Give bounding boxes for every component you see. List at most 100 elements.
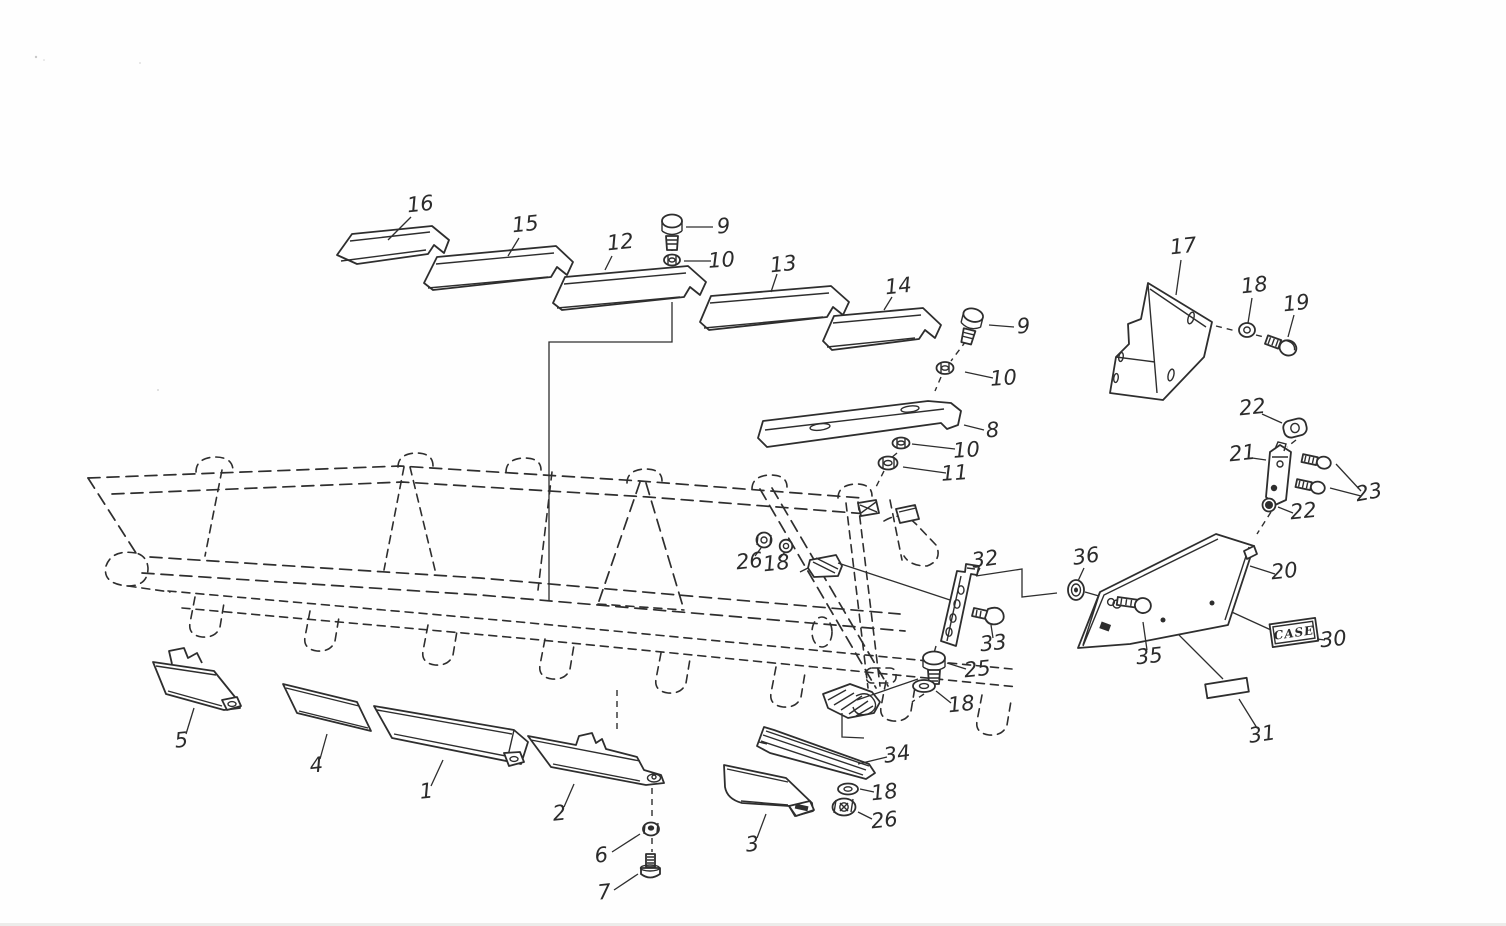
cover-strip-13	[699, 285, 850, 331]
callout-number-23: 23	[1354, 478, 1384, 506]
bolt-7	[639, 853, 661, 879]
callout-number-9: 9	[716, 214, 731, 239]
callout-17: 17	[1169, 233, 1199, 296]
callout-9: 9	[988, 314, 1031, 338]
nut-6	[642, 821, 660, 837]
callout-33: 33	[979, 624, 1008, 657]
channel-strip-34	[756, 726, 876, 780]
callout-number-11: 11	[940, 460, 968, 486]
callout-number-19: 19	[1282, 290, 1311, 317]
bottom-sheet-5	[152, 647, 242, 711]
leader-line-10	[964, 371, 994, 379]
callout-number-18: 18	[1240, 272, 1269, 299]
washer-10-bar	[891, 436, 911, 450]
callout-number-35: 35	[1135, 643, 1164, 670]
callout-15: 15	[507, 211, 540, 257]
blank-decal-31	[1204, 676, 1250, 700]
callout-number-32: 32	[970, 545, 1000, 572]
callout-number-13: 13	[769, 251, 798, 278]
callout-22: 22	[1277, 498, 1318, 525]
leader-line-11	[902, 466, 947, 474]
nut-11	[877, 455, 899, 471]
leader-line-32	[975, 567, 981, 577]
leader-line-18	[779, 551, 786, 559]
callout-19: 19	[1282, 290, 1311, 338]
callout-number-18: 18	[870, 779, 899, 806]
callout-number-8: 8	[985, 418, 1000, 443]
scan-edge-shadow	[0, 923, 1506, 926]
callout-number-17: 17	[1169, 233, 1199, 260]
leader-line-34	[857, 756, 888, 765]
cover-strip-12	[552, 265, 707, 311]
callout-number-26: 26	[870, 807, 899, 834]
callout-number-22: 22	[1289, 498, 1318, 525]
bottom-sheet-4	[282, 683, 372, 732]
nut-22-lower	[1261, 497, 1277, 513]
scan-specks	[34, 55, 159, 391]
cover-strip-14	[822, 307, 942, 351]
callout-number-25: 25	[963, 656, 992, 683]
callout-30: 30	[1316, 626, 1348, 653]
callout-number-18: 18	[947, 691, 976, 718]
callout-2: 2	[551, 783, 575, 826]
main-frame-ghost-outline	[87, 452, 1019, 736]
callout-number-5: 5	[173, 727, 189, 752]
leader-line-33	[990, 624, 994, 639]
leader-line-17	[1175, 259, 1182, 296]
bolt-19	[1264, 334, 1298, 357]
washer-18-lower	[837, 782, 859, 796]
grommet-36	[1067, 579, 1085, 601]
callout-9: 9	[686, 214, 731, 239]
callout-10: 10	[964, 365, 1018, 391]
callout-20: 20	[1249, 558, 1299, 585]
leader-line-8	[963, 424, 985, 431]
callout-16: 16	[387, 191, 435, 241]
divider-panel-20	[1077, 533, 1258, 649]
callout-13: 13	[769, 251, 798, 293]
callout-number-12: 12	[606, 229, 635, 256]
bracket-17	[1109, 282, 1213, 401]
leader-line-18	[859, 788, 875, 793]
leader-line-14	[883, 296, 893, 311]
cover-strip-16	[336, 225, 450, 265]
callout-number-30: 30	[1319, 626, 1348, 653]
callout-number-10: 10	[989, 365, 1017, 391]
callout-number-18: 18	[762, 550, 791, 577]
nut-10-right	[935, 361, 955, 375]
callout-number-10: 10	[952, 437, 980, 463]
leader-line-25	[946, 662, 967, 670]
callout-18: 18	[762, 550, 791, 577]
bolt-9-left	[661, 213, 683, 251]
callout-number-4: 4	[308, 752, 324, 777]
callout-number-14: 14	[884, 273, 913, 300]
callout-number-6: 6	[593, 842, 609, 867]
bottom-sheet-1	[373, 705, 529, 767]
callout-number-36: 36	[1071, 542, 1101, 569]
assembly-connector-dashes	[616, 245, 1297, 852]
callout-number-15: 15	[511, 211, 540, 238]
nut-26-upper	[755, 531, 773, 549]
callout-12: 12	[604, 229, 635, 271]
bottom-sheet-3	[723, 764, 815, 817]
washer-18-bracket17	[1238, 322, 1256, 338]
callout-10: 10	[911, 437, 981, 463]
leader-line-12	[604, 255, 613, 271]
callout-number-16: 16	[406, 191, 435, 218]
callout-number-3: 3	[744, 831, 760, 856]
callout-35: 35	[1135, 621, 1164, 670]
callout-22: 22	[1238, 394, 1283, 424]
nut-10-left	[663, 253, 681, 267]
callout-number-20: 20	[1270, 558, 1299, 585]
callout-10: 10	[684, 247, 736, 273]
bolt-23-upper	[1300, 453, 1332, 470]
grommet-22-upper	[1282, 417, 1308, 439]
callout-25: 25	[946, 656, 992, 683]
callout-number-1: 1	[418, 778, 434, 803]
bolt-9-right	[960, 307, 984, 346]
callout-8: 8	[963, 418, 1000, 443]
case-decal-30: CASE	[1268, 617, 1320, 648]
leader-line-5	[185, 707, 195, 735]
leader-line-10	[911, 443, 956, 450]
callout-number-33: 33	[979, 630, 1008, 657]
